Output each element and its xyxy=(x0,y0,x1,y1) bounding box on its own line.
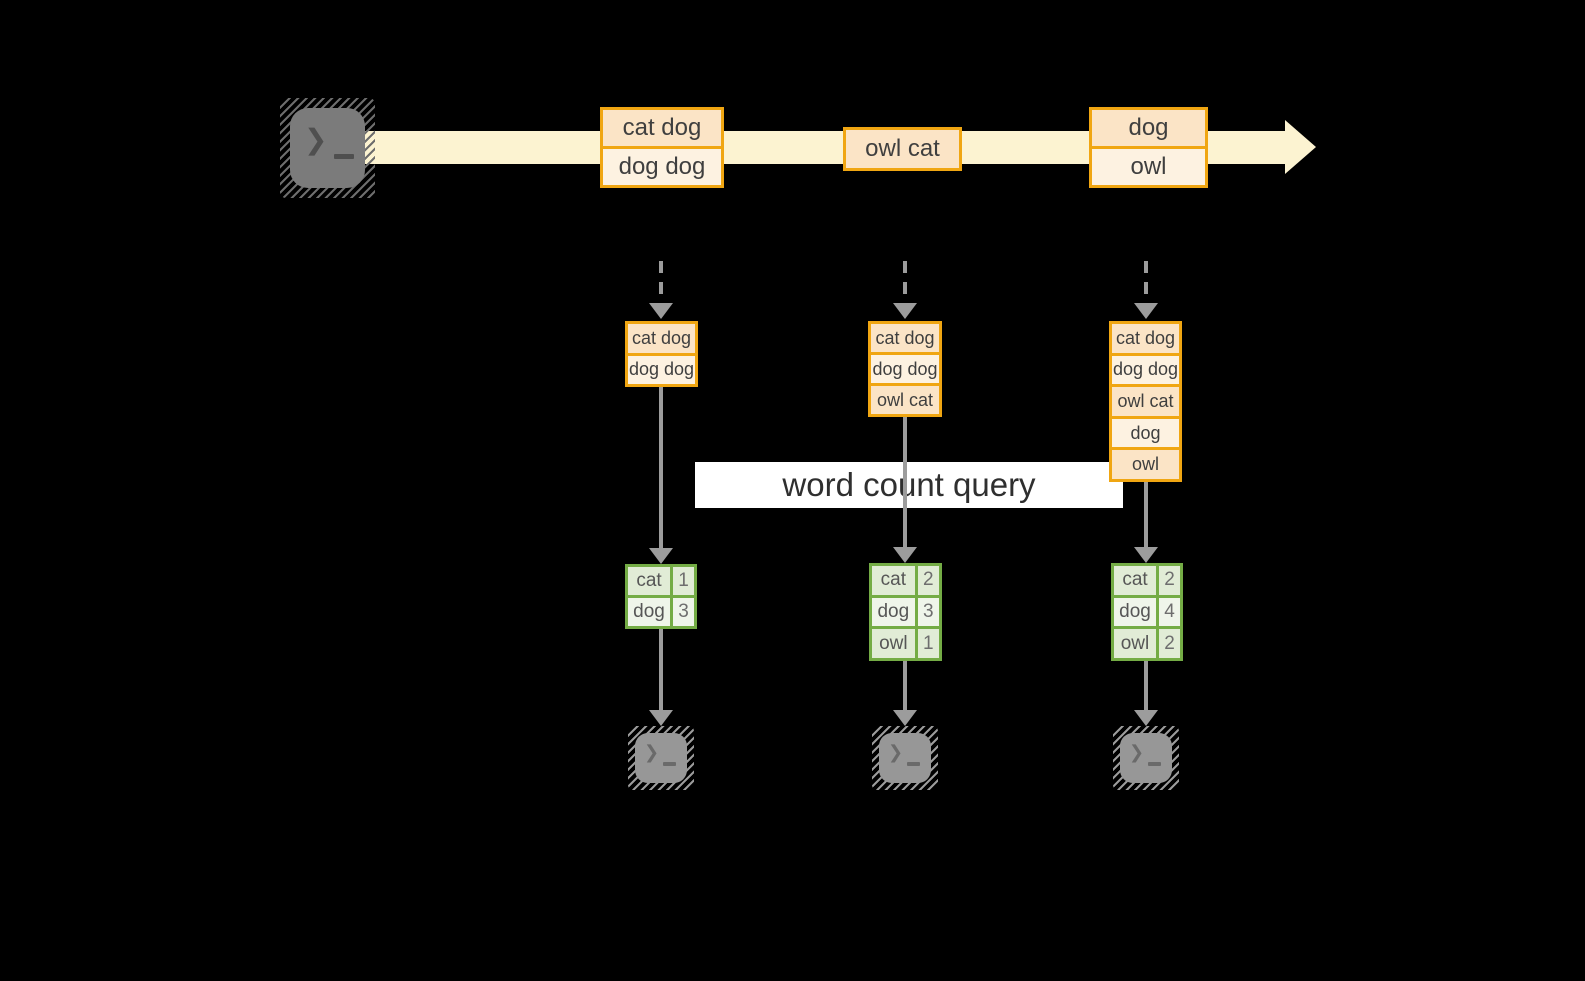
output-terminal-icon-2: ❯ xyxy=(872,726,938,790)
prompt-underscore-icon xyxy=(907,762,920,766)
prompt-chevron-icon: ❯ xyxy=(1129,742,1145,763)
count-cell: 2 xyxy=(1164,569,1175,591)
prompt-underscore-icon xyxy=(1148,762,1161,766)
count-cell: 1 xyxy=(923,632,934,654)
down-arrow-line xyxy=(903,415,907,547)
buffer-line: dog xyxy=(1112,415,1179,448)
down-arrow-line xyxy=(659,385,663,548)
dashed-down-arrow-line xyxy=(903,261,907,303)
terminal-window: ❯ xyxy=(879,733,931,783)
table-row: owl 1 xyxy=(872,626,939,659)
buffer-line: cat dog xyxy=(1112,324,1179,353)
output-terminal-icon-3: ❯ xyxy=(1113,726,1179,790)
down-arrow-line xyxy=(1144,480,1148,547)
down-arrow-line xyxy=(903,659,907,710)
down-arrow-head xyxy=(893,547,917,563)
word-cell: cat xyxy=(872,566,918,595)
prompt-chevron-icon: ❯ xyxy=(644,742,660,763)
event-line: dog xyxy=(1092,110,1205,146)
event-line: cat dog xyxy=(603,110,721,146)
output-terminal-icon-1: ❯ xyxy=(628,726,694,790)
prompt-chevron-icon: ❯ xyxy=(888,742,904,763)
stream-event-1: cat dog dog dog xyxy=(600,107,724,188)
count-cell: 4 xyxy=(1164,601,1175,622)
down-arrow-head xyxy=(649,548,673,564)
buffer-stack-3: cat dog dog dog owl cat dog owl xyxy=(1109,321,1182,482)
down-arrow-head xyxy=(1134,547,1158,563)
word-cell: cat xyxy=(1114,566,1159,595)
buffer-line: dog dog xyxy=(871,352,939,383)
buffer-line: dog dog xyxy=(1112,352,1179,385)
count-table-3: cat 2 dog 4 owl 2 xyxy=(1111,563,1183,661)
dashed-down-arrow-line xyxy=(659,261,663,303)
stream-event-3: dog owl xyxy=(1089,107,1208,188)
buffer-line: owl cat xyxy=(871,383,939,414)
prompt-chevron-icon: ❯ xyxy=(304,123,328,156)
word-cell: owl xyxy=(1114,629,1159,659)
down-arrow-head xyxy=(1134,710,1158,726)
count-cell: 3 xyxy=(678,601,689,622)
word-cell: owl xyxy=(872,629,918,659)
table-row: owl 2 xyxy=(1114,626,1180,659)
buffer-line: dog dog xyxy=(628,352,695,384)
buffer-line: cat dog xyxy=(871,324,939,352)
count-cell: 2 xyxy=(1164,632,1175,654)
buffer-stack-2: cat dog dog dog owl cat xyxy=(868,321,942,417)
terminal-window: ❯ xyxy=(1120,733,1172,783)
word-cell: cat xyxy=(628,567,673,595)
table-row: dog 3 xyxy=(872,594,939,627)
terminal-window: ❯ xyxy=(635,733,687,783)
word-count-query-banner: word count query xyxy=(695,462,1123,508)
terminal-window: ❯ xyxy=(290,108,365,188)
count-cell: 1 xyxy=(678,570,689,591)
down-arrow-head xyxy=(893,710,917,726)
dashed-down-arrow-head xyxy=(1134,303,1158,319)
buffer-stack-1: cat dog dog dog xyxy=(625,321,698,387)
word-cell: dog xyxy=(872,597,918,627)
source-terminal-icon: ❯ xyxy=(280,98,375,198)
event-line: owl xyxy=(1092,146,1205,185)
down-arrow-line xyxy=(659,627,663,710)
count-cell: 3 xyxy=(923,601,934,622)
word-cell: dog xyxy=(1114,597,1159,627)
count-cell: 2 xyxy=(923,569,934,591)
word-cell: dog xyxy=(628,598,673,626)
dashed-down-arrow-head xyxy=(649,303,673,319)
dashed-down-arrow-head xyxy=(893,303,917,319)
banner-label: word count query xyxy=(782,466,1036,503)
buffer-line: cat dog xyxy=(628,324,695,353)
prompt-underscore-icon xyxy=(663,762,676,766)
buffer-line: owl xyxy=(1112,447,1179,479)
down-arrow-head xyxy=(649,710,673,726)
table-row: dog 4 xyxy=(1114,594,1180,627)
down-arrow-line xyxy=(1144,659,1148,710)
count-table-2: cat 2 dog 3 owl 1 xyxy=(869,563,942,661)
stream-arrow-head xyxy=(1285,120,1316,174)
prompt-underscore-icon xyxy=(334,154,354,159)
table-row: cat 1 xyxy=(628,567,694,595)
buffer-line: owl cat xyxy=(1112,384,1179,416)
stream-event-2: owl cat xyxy=(843,127,962,171)
count-table-1: cat 1 dog 3 xyxy=(625,564,697,629)
event-line: dog dog xyxy=(603,146,721,185)
table-row: dog 3 xyxy=(628,595,694,626)
table-row: cat 2 xyxy=(872,566,939,595)
table-row: cat 2 xyxy=(1114,566,1180,595)
dashed-down-arrow-line xyxy=(1144,261,1148,303)
event-line: owl cat xyxy=(846,130,959,168)
